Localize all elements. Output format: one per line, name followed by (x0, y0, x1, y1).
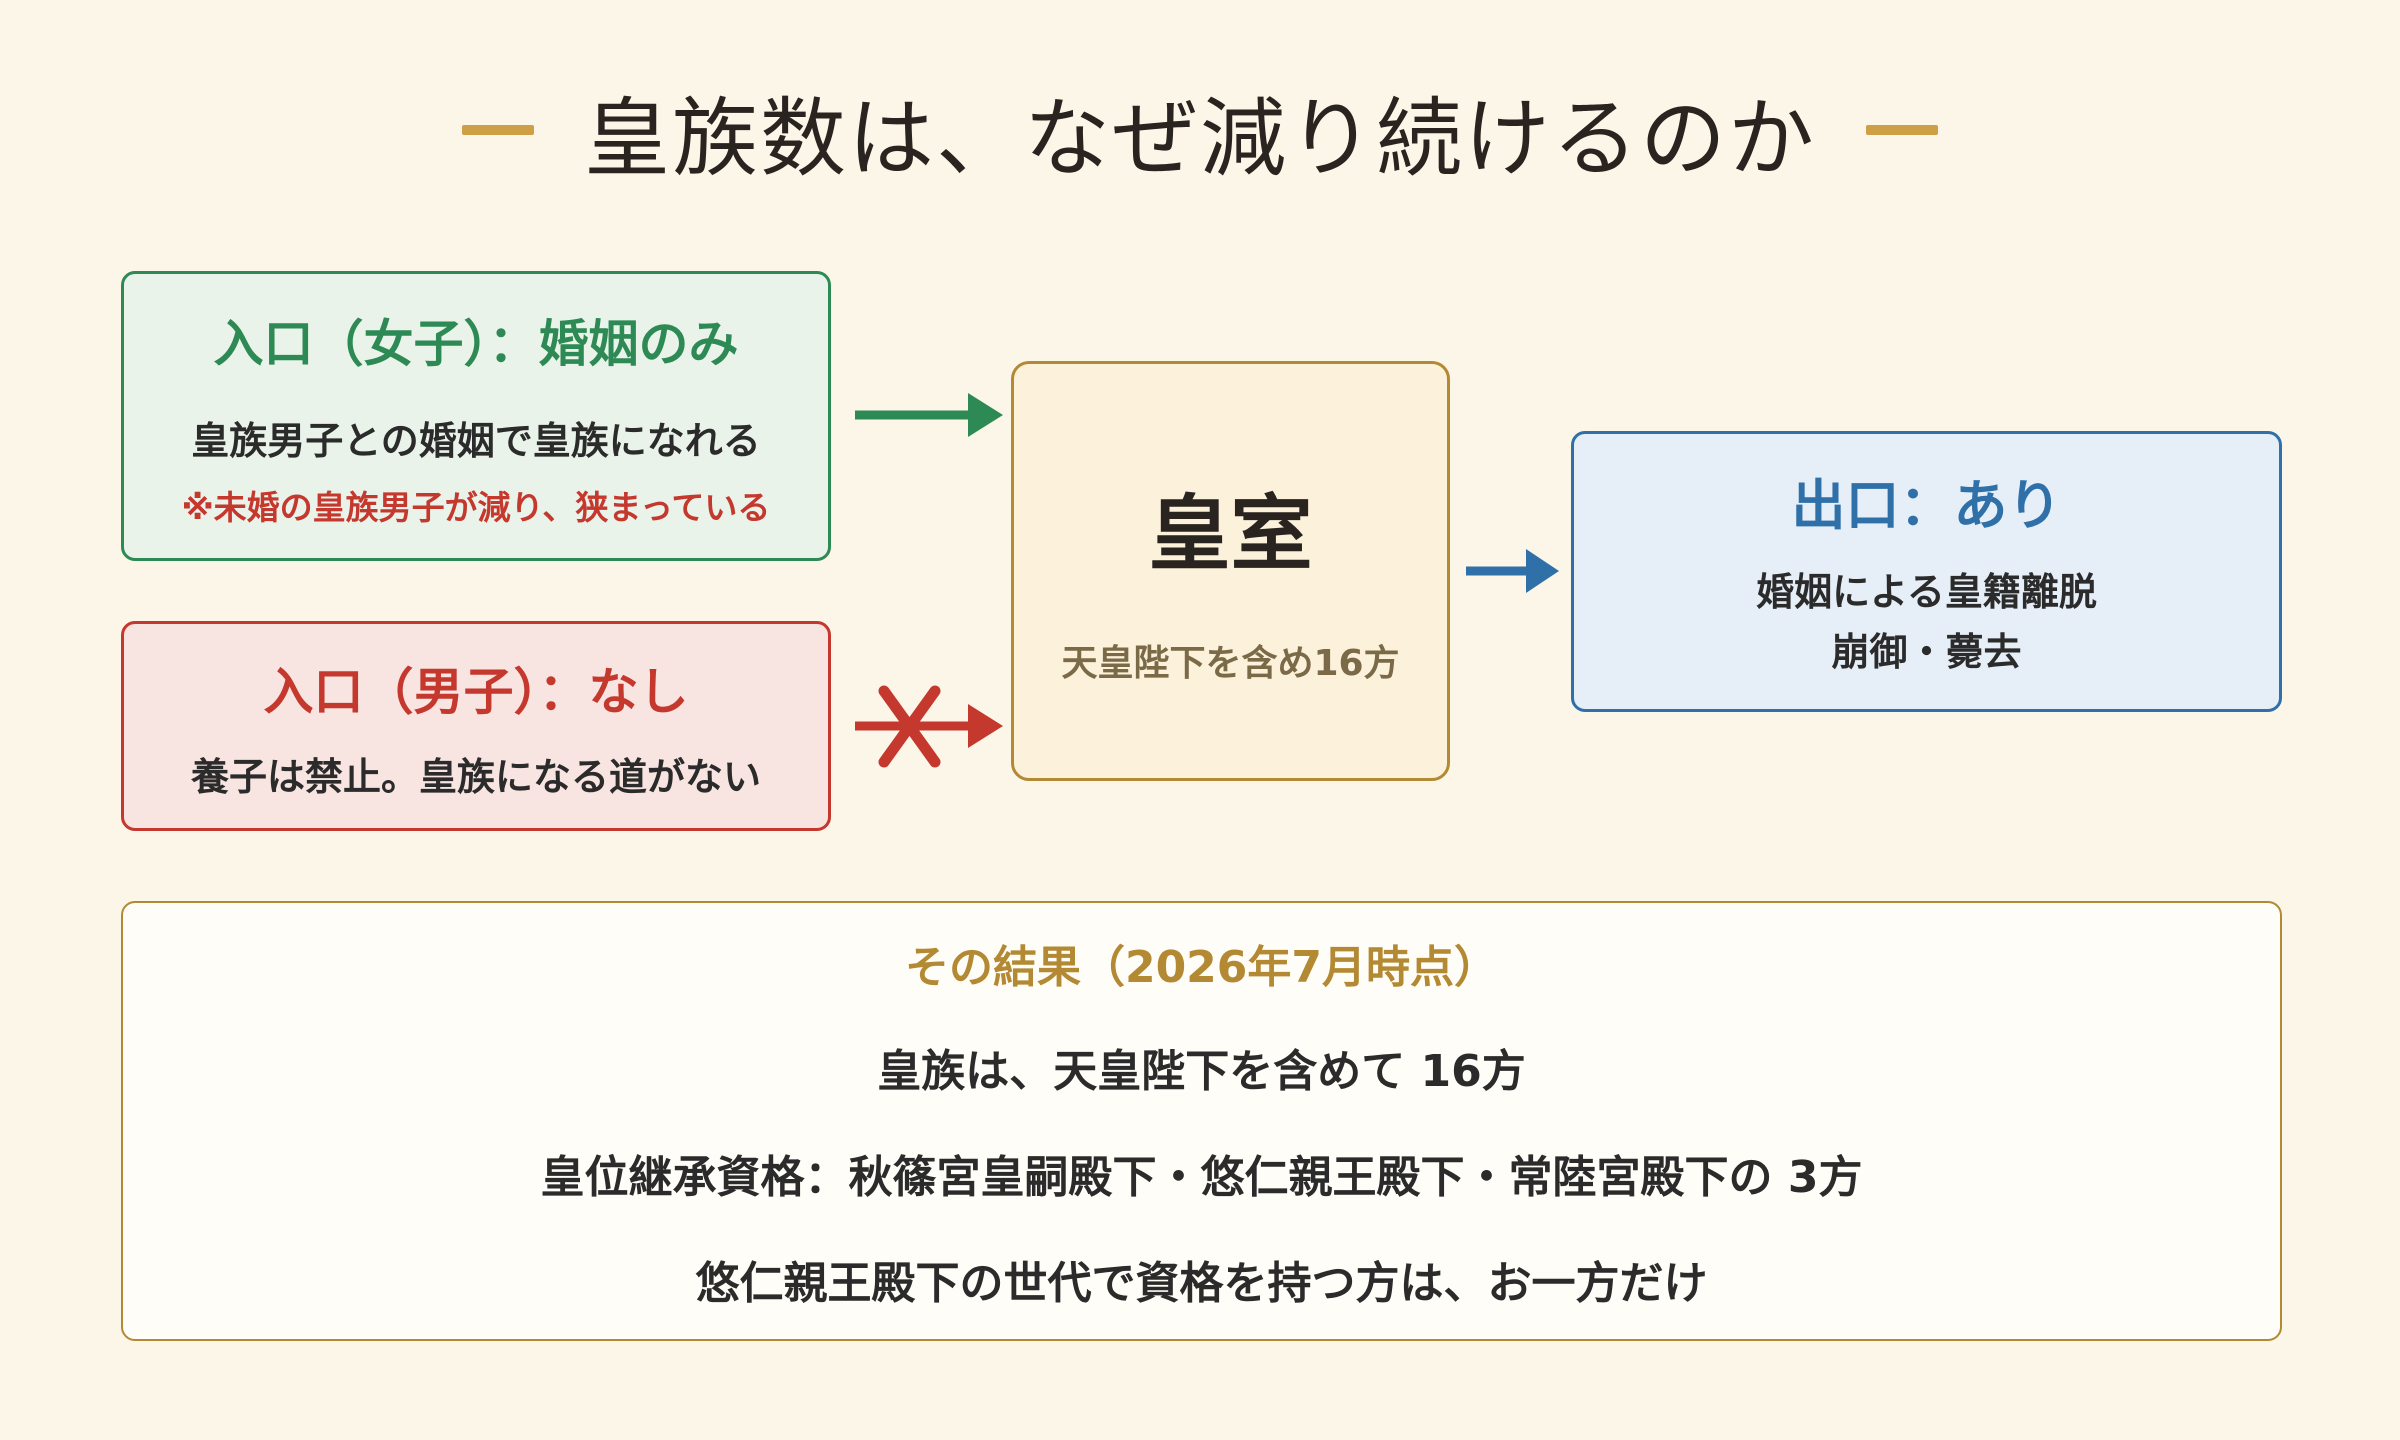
result-line-generation: 悠仁親王殿下の世代で資格を持つ方は、お一方だけ (695, 1258, 1708, 1309)
title-left-bar (462, 125, 534, 135)
imperial-family-heading: 皇室 (1148, 486, 1313, 582)
imperial-family-count: 天皇陛下を含め16方 (1061, 642, 1400, 684)
result-box: その結果（2026年7月時点） 皇族は、天皇陛下を含めて 16方 皇位継承資格：… (121, 901, 2282, 1341)
exit-heading: 出口：あり (1791, 474, 2062, 537)
exit-box: 出口：あり 婚姻による皇籍離脱 崩御・薨去 (1571, 431, 2282, 712)
title-area: 皇族数は、なぜ減り続けるのか (0, 70, 2400, 190)
result-line-count: 皇族は、天皇陛下を含めて 16方 (877, 1046, 1526, 1097)
entry-male-heading: 入口（男子）：なし (263, 662, 689, 721)
entry-female-text: 皇族男子との婚姻で皇族になれる (191, 418, 761, 463)
exit-line-death: 崩御・薨去 (1831, 630, 2022, 674)
imperial-family-box: 皇室 天皇陛下を含め16方 (1011, 361, 1450, 781)
title-right-bar (1866, 125, 1938, 135)
result-heading: その結果（2026年7月時点） (904, 942, 1499, 993)
page-title: 皇族数は、なぜ減り続けるのか (584, 88, 1816, 189)
entry-male-text: 養子は禁止。皇族になる道がない (190, 754, 761, 799)
result-line-succession: 皇位継承資格：秋篠宮皇嗣殿下・悠仁親王殿下・常陸宮殿下の 3方 (540, 1152, 1863, 1203)
green-arrow-icon (855, 393, 1003, 437)
entry-male-box: 入口（男子）：なし 養子は禁止。皇族になる道がない (121, 621, 831, 831)
entry-female-box: 入口（女子）：婚姻のみ 皇族男子との婚姻で皇族になれる ※未婚の皇族男子が減り、… (121, 271, 831, 561)
entry-female-note: ※未婚の皇族男子が減り、狭まっている (181, 487, 771, 527)
exit-line-marriage: 婚姻による皇籍離脱 (1756, 570, 2097, 614)
blue-arrow-icon (1466, 549, 1559, 593)
blocked-red-arrow-icon (855, 685, 1003, 768)
entry-female-heading: 入口（女子）：婚姻のみ (213, 314, 739, 373)
